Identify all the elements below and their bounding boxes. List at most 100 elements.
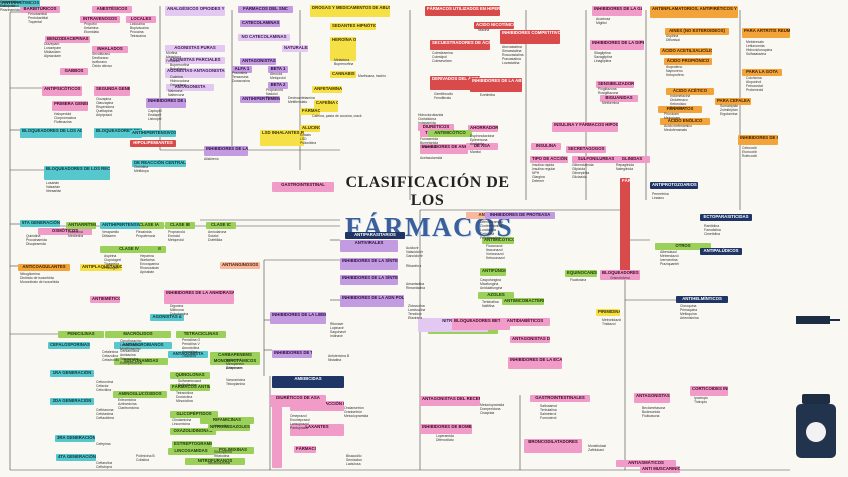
category-box: AMINOGLUCÓSIDOS bbox=[113, 391, 167, 398]
drug-list: Heparina Warfarina Enoxaparina Rivaroxab… bbox=[140, 254, 160, 275]
category-box: INHIBIDORES DE LA ADN POLIMERASA bbox=[340, 295, 404, 307]
drug-list: Cefalexina Cefazolina Cefadroxilo bbox=[102, 350, 120, 363]
category-box: ANTIARRÍTMICOS bbox=[66, 222, 96, 229]
category-box: GASTROINTESTINAL bbox=[272, 182, 334, 192]
category-box: ANTIHIPERTENSIVOS bbox=[240, 96, 280, 103]
category-box: INHIBIDORES DE LA ECA bbox=[508, 357, 562, 369]
drug-list: Tetraciclina Doxiciclina Minociclina bbox=[176, 391, 193, 404]
category-box: ANALGÉSICOS OPIOIDES Y ANTAGONISTAS bbox=[165, 6, 225, 16]
drug-list: Furosemida Bumetanida Torasemida bbox=[420, 137, 439, 150]
drug-list: Quinidina Procainamida Disopiramida bbox=[26, 234, 47, 247]
category-box: AZOLES bbox=[478, 292, 514, 299]
category-box: OTROS bbox=[655, 243, 711, 250]
drug-list: Digoxina Milrinona Dobutamina bbox=[170, 304, 189, 317]
category-box: CLASE IV bbox=[100, 246, 158, 253]
drug-list: Fluconazol Itraconazol Voriconazol Ketoc… bbox=[486, 244, 505, 261]
category-box: QUINOLONAS bbox=[170, 372, 210, 379]
drug-list: Clonidina Metildopa bbox=[134, 165, 149, 174]
drug-list: Niacina bbox=[478, 28, 490, 32]
drug-list: Aciclovir Valaciclovir Ganciclovir bbox=[406, 246, 423, 259]
category-box: 3RA GENERACIÓN bbox=[55, 435, 95, 442]
drug-list: Pioglitazona Rosiglitazona bbox=[598, 87, 619, 96]
drug-list: Marihuana, hachís bbox=[358, 74, 386, 78]
drug-list: Loperamida Difenoxilato bbox=[436, 434, 454, 443]
category-box: LOCALES bbox=[126, 16, 156, 23]
drug-list: Sevoflurano Desflurano Isoflurano Óxido … bbox=[92, 52, 112, 69]
category-box: INHIBIDORES DE LA GLUCOSIDASA bbox=[592, 6, 642, 16]
drug-list: Zidovudina Lamivudina Tenofovir Efaviren… bbox=[408, 304, 426, 321]
category-box: ANTIEMÉTICOS bbox=[90, 296, 120, 303]
category-box: AGONISTAS α bbox=[150, 314, 184, 321]
drug-list: Metoclopramida Domperidona Cisaprida bbox=[480, 403, 505, 416]
category-box: PRIMERA GENERACIÓN bbox=[52, 101, 88, 111]
category-box: ESTREPTOGRAMINAS bbox=[172, 441, 212, 448]
category-box: ANTIMICOBACTERIANOS bbox=[502, 298, 544, 305]
category-box: ALUCINÓGENOS bbox=[300, 125, 320, 132]
drug-list: Imipenem Meropenem Ertapenem bbox=[226, 358, 245, 371]
drug-list: Buprenorfina Butorfanol bbox=[170, 63, 190, 72]
drug-list: Omeprazol Esomeprazol Lansoprazol Pantop… bbox=[290, 414, 310, 431]
category-box: ANTICOAGULANTES bbox=[18, 264, 70, 271]
drug-list: Lidocaína Mexiletina bbox=[68, 230, 84, 239]
category-box: INHIBIDORES DE COX-2 bbox=[738, 135, 778, 145]
drug-list: Diazepam Lorazepam Midazolam Alprazolam bbox=[44, 42, 61, 59]
category-box: BLOQUEADORES BETA ADRENÉRGICOS bbox=[452, 318, 510, 330]
drug-list: Atenolol Metoprolol bbox=[270, 72, 286, 81]
category-box: SULFONILUREAS bbox=[572, 156, 620, 163]
drug-list: Aztreonam bbox=[226, 366, 243, 370]
drug-list: Codeína Hidrocodona Oxicodona bbox=[170, 75, 190, 88]
category-box: INHIBIDORES DE BOMBA DE PROTONES bbox=[420, 424, 472, 434]
category-box: ANTIMICROBIANOS bbox=[114, 342, 172, 349]
category-box: ANTIVIRALES bbox=[340, 240, 398, 252]
category-box: DE ASA bbox=[466, 143, 498, 150]
drug-list: Beclometasona Budesonida Fluticasona bbox=[642, 406, 666, 419]
category-box: NO CATECOLAMINAS bbox=[238, 34, 290, 41]
category-box: INHALADOS bbox=[92, 46, 128, 53]
drug-list: Vancomicina Teicoplanina bbox=[226, 378, 246, 387]
category-box: OSMÓTICOS bbox=[38, 228, 92, 235]
drug-list: Lidocaína Bupivacaína Procaína Tetracaín… bbox=[130, 22, 149, 39]
drug-list: Metadona Buprenorfina bbox=[334, 58, 354, 67]
syringe-illustration bbox=[796, 316, 840, 324]
category-box: HIPOLIPEMIANTES bbox=[130, 140, 176, 147]
category-box: TIPO DE ACCIÓN bbox=[530, 156, 568, 163]
category-box: ALFA 1 bbox=[232, 66, 252, 73]
drug-list: Albendazol Mebendazol Ivermectina Praziq… bbox=[660, 250, 679, 267]
category-box: AHORRADORES DE POTASIO bbox=[468, 125, 498, 132]
category-box: ANTIMICÓTICO bbox=[428, 130, 472, 137]
category-box: ANTIINFLAMATORIOS, ANTIPIRÉTICOS Y ANALG… bbox=[650, 6, 738, 18]
drug-list: Ciprofloxacino Levofloxacino Moxifloxaci… bbox=[120, 339, 142, 352]
category-box: ÁCIDO ACETILSALICÍLICO bbox=[660, 48, 712, 55]
drug-list: Metformina bbox=[602, 101, 619, 105]
category-box: TETRACICLINAS bbox=[176, 331, 226, 338]
drug-list: Propranolol Esmolol Metoprolol bbox=[168, 230, 186, 243]
category-box: ANTAGONISTA bbox=[166, 84, 214, 91]
category-box: MONOBACTÁMICOS bbox=[210, 358, 260, 365]
drug-list: Montelukast Zafirlukast bbox=[588, 444, 607, 453]
category-box: BETA 2 bbox=[268, 82, 288, 89]
category-box: INHIBIDORES DE LA RENINA bbox=[204, 146, 248, 156]
drug-list: Caspofungina Micafungina Anidulafungina bbox=[480, 278, 503, 291]
category-box: ANTIANGINOSOS bbox=[220, 262, 260, 269]
category-box: ANTIPARASITARIOS bbox=[345, 232, 405, 239]
drug-list: Nitroglicerina Dinitrato de isosorbida M… bbox=[20, 272, 60, 285]
drug-list: Cafeína, pasta de cocaína, crack bbox=[312, 114, 362, 118]
drug-list: Difenhidramina Clorfeniramina Loratadina… bbox=[480, 220, 503, 241]
category-box: ANTIASMÁTICOS bbox=[616, 460, 676, 467]
category-box: MACRÓLIDOS bbox=[105, 331, 171, 338]
category-box: NITROIMIDAZOLES bbox=[208, 424, 250, 431]
category-box: LINCOSAMIDAS bbox=[168, 448, 214, 455]
drug-list: Haloperidol Clorpromazina Flufenazina bbox=[54, 112, 77, 125]
category-box: BRONCODILATADORES bbox=[524, 439, 582, 453]
category-box: INSULINA bbox=[531, 143, 561, 150]
category-box: SECRETAGOGOS bbox=[566, 146, 606, 153]
drug-list: Clozapina Olanzapina Risperidona Quetiap… bbox=[96, 97, 115, 118]
drug-list: Morfina Metadona Fentanilo bbox=[166, 51, 182, 64]
drug-list: Ondansetrón Granisetrón Metoclopramida bbox=[344, 406, 369, 419]
category-box: INHIBIDORES DE TRANSCRIPTASA INVERSA bbox=[272, 350, 312, 358]
drug-list: Cefuroxima Cefaclor Cefoxitina bbox=[96, 380, 114, 393]
category-box: INSULINA Y FÁRMACOS HIPOGLUCEMIANTES bbox=[552, 122, 618, 132]
drug-list: Linezolid bbox=[214, 424, 228, 428]
drug-list: Penicilina G Penicilina V Amoxicilina Am… bbox=[182, 338, 201, 359]
drug-list: Propranolol Nadolol Timolol bbox=[266, 88, 284, 101]
